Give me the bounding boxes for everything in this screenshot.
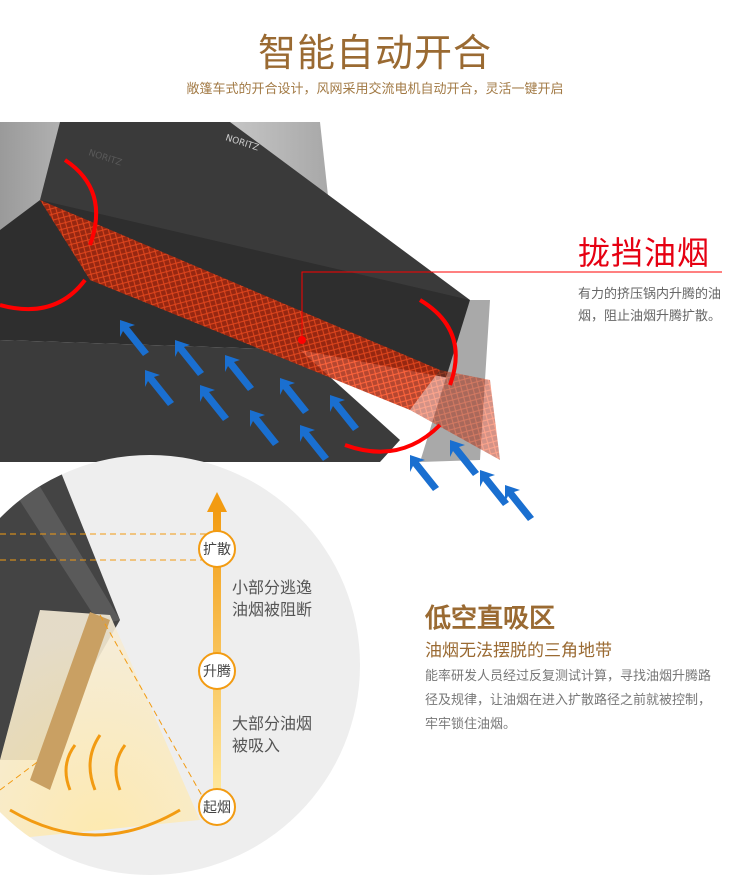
low-zone-title: 低空直吸区 [425, 604, 556, 634]
smoke-shield-mesh [40, 200, 440, 410]
stage-upper-line: 油烟被阻断 [232, 600, 313, 619]
page-subtitle: 敞篷车式的开合设计，风网采用交流电机自动开合，灵活一键开启 [186, 82, 564, 97]
stage-lower-text: 大部分油烟 被吸入 [232, 713, 312, 757]
range-hood-image: NORITZ NORITZ [0, 122, 722, 521]
low-zone-diagram [0, 455, 360, 875]
flow-node-spread: 扩散 [198, 530, 236, 568]
callout-title: 拢挡油烟 [578, 234, 711, 272]
up-arrow-icon [207, 492, 227, 512]
stage-upper-line: 小部分逃逸 [232, 578, 313, 597]
stage-lower-line: 大部分油烟 [232, 714, 313, 733]
flow-node-rise: 升腾 [198, 652, 236, 690]
page-title: 智能自动开合 [257, 31, 492, 75]
low-zone-subtitle: 油烟无法摆脱的三角地带 [425, 641, 612, 661]
stage-lower-line: 被吸入 [232, 736, 281, 755]
wok-icon [9, 808, 181, 837]
airflow-arrows-icon [120, 320, 534, 521]
red-curved-arrow-icon [63, 158, 99, 246]
callout-line [301, 271, 722, 340]
callout-body: 有力的挤压锅内升腾的油烟，阻止油烟升腾扩散。 [578, 287, 722, 324]
low-zone-body: 能率研发人员经过反复测试计算，寻找油烟升腾路径及规律，让油烟在进入扩散路径之前就… [425, 669, 712, 732]
flow-node-smoke: 起烟 [198, 788, 236, 826]
stage-upper-text: 小部分逃逸 油烟被阻断 [232, 577, 312, 621]
flame-icon [64, 734, 127, 791]
